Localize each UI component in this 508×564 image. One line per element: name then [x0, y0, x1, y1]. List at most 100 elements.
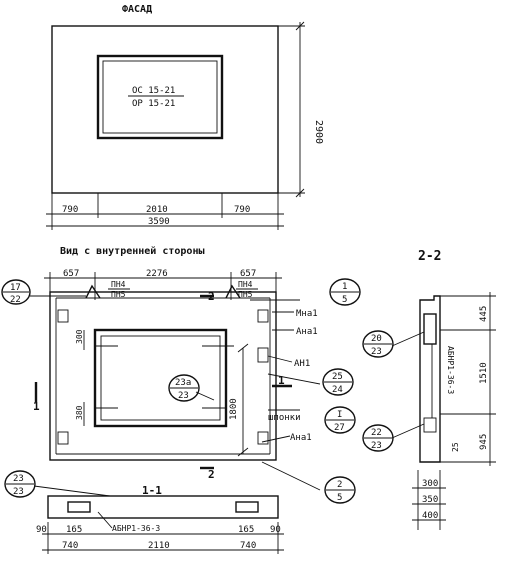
section-2-2: 2-2 АБНР1-36-3 445 1510 945 25 20 23 22 …: [362, 249, 496, 530]
s22-dim-1510: 1510: [479, 362, 489, 384]
label-shponki: шпонки: [268, 413, 301, 423]
s11-dim-165-left: 165: [66, 525, 82, 535]
section-1-1: 1-1 23 23 АБНР1-36-3 90 165 165 90 740 2…: [4, 470, 284, 554]
embedded-plate: [257, 347, 269, 363]
callout-25-top: 25: [332, 372, 343, 382]
cut-1-label-right: 1: [278, 374, 285, 387]
height-tick-bottom: [295, 188, 305, 198]
facade-window-outline: [96, 54, 224, 140]
callout-bubble: [168, 374, 200, 402]
s22-dim-400: 400: [422, 511, 438, 521]
window-mark-1: ОС 15-21: [132, 86, 175, 96]
section-1-1-rebar-label: АБНР1-36-3: [112, 524, 160, 533]
s11-dim-90-right: 90: [270, 525, 281, 535]
callout-bubble: [1, 279, 31, 305]
callout-bubble: [362, 330, 394, 358]
embedded-plate: [57, 309, 69, 323]
callout-23-top: 23: [13, 474, 24, 484]
s11-dim-2110: 2110: [148, 541, 170, 551]
section-1-1-rebar-left: [67, 501, 91, 513]
embedded-plate: [257, 431, 269, 445]
pn5-right: ПН5: [238, 290, 253, 299]
section-2-2-window-frame: [423, 313, 437, 345]
window-opening-outline: [93, 328, 228, 428]
cut-1-left-marker: 1: [33, 382, 40, 413]
callout-22-bottom: 23: [371, 441, 382, 451]
leader-an1: [267, 355, 293, 363]
inside-view-title: Вид с внутренней стороны: [60, 245, 205, 257]
s22-dim-350: 350: [422, 495, 438, 505]
leader-20: [391, 331, 425, 347]
leader-22: [391, 423, 425, 439]
pn4-left: ПН4: [111, 280, 126, 289]
callout-20-top: 20: [371, 334, 382, 344]
callout-23-bottom: 23: [13, 487, 24, 497]
cut-2-bottom: 2: [208, 468, 215, 481]
callout-22-top: 22: [371, 428, 382, 438]
callout-17-top: 17: [10, 283, 21, 293]
dim-1800-tick: [237, 343, 249, 353]
label-mna1: Мна1: [296, 309, 318, 319]
s11-dim-740-left: 740: [62, 541, 78, 551]
s11-dim-90-left: 90: [36, 525, 47, 535]
label-ana1-lower: Ана1: [290, 433, 312, 443]
s22-dim-945: 945: [479, 434, 489, 450]
section-2-2-lower-plate: [423, 417, 437, 433]
callout-22-23: 22 23: [362, 424, 394, 452]
top-dim-657-left: 657: [63, 269, 79, 279]
callout-20-bottom: 23: [371, 347, 382, 357]
callout-2-bottom: 5: [337, 493, 342, 503]
callout-bubble: [4, 470, 36, 498]
facade-dim-2010: 2010: [146, 205, 168, 215]
callout-25-bottom: 24: [332, 385, 343, 395]
cut-1-left: 1: [33, 400, 40, 413]
callout-23a-bottom: 23: [178, 391, 189, 401]
section-2-2-title: 2-2: [418, 249, 441, 264]
facade-panel-outline: [51, 25, 279, 194]
facade-dim-790-left: 790: [62, 205, 78, 215]
callout-2-5: 2 5: [324, 476, 356, 504]
leader-23a: [195, 391, 215, 401]
facade-total-width: 3590: [148, 217, 170, 227]
leader-ana1-lower: [261, 435, 291, 443]
top-dim-657-right: 657: [240, 269, 256, 279]
callout-25-24: 25 24: [322, 368, 354, 396]
label-an1: АН1: [294, 359, 310, 369]
callout-2-top: 2: [337, 480, 342, 490]
section-1-1-body: [47, 495, 279, 519]
leader-25: [267, 373, 321, 385]
s22-dim-300: 300: [422, 479, 438, 489]
section-1-1-title: 1-1: [142, 484, 162, 497]
pn4-right: ПН4: [238, 280, 253, 289]
callout-17-bottom: 22: [10, 295, 21, 305]
lifting-loop-left: [85, 284, 101, 299]
s22-dim-445: 445: [479, 306, 489, 322]
cut-2-bottom-marker: 2: [200, 466, 215, 481]
callout-I-top: I: [337, 410, 342, 420]
callout-bubble: [329, 278, 361, 306]
callout-23-23: 23 23: [4, 470, 36, 498]
inside-view: Вид с внутренней стороны 657 2276 657 ПН…: [1, 245, 361, 504]
leader-23: [33, 485, 111, 497]
callout-1-5: 1 5: [329, 278, 361, 306]
embedded-plate: [257, 309, 269, 323]
callout-23a-23: 23а 23: [168, 374, 200, 402]
facade-window-inner: [102, 60, 218, 134]
section-2-2-rebar-label: АБНР1-36-3: [446, 346, 455, 394]
embedded-plate: [57, 431, 69, 445]
callout-I-bottom: 27: [334, 423, 345, 433]
callout-I-27: I 27: [324, 406, 356, 434]
callout-23a-top: 23а: [175, 378, 191, 388]
pn5-left: ПН5: [111, 290, 126, 299]
callout-1-top: 1: [342, 282, 347, 292]
callout-20-23: 20 23: [362, 330, 394, 358]
height-tick-top: [295, 21, 305, 31]
callout-bubble: [322, 368, 354, 396]
callout-17-22: 17 22: [1, 279, 31, 305]
cut-2-top: 2: [208, 290, 215, 303]
cut-2-top-marker: 2: [200, 290, 215, 303]
leader-2: [261, 461, 321, 491]
section-2-2-body: [419, 295, 441, 463]
section-1-1-rebar-right: [235, 501, 259, 513]
